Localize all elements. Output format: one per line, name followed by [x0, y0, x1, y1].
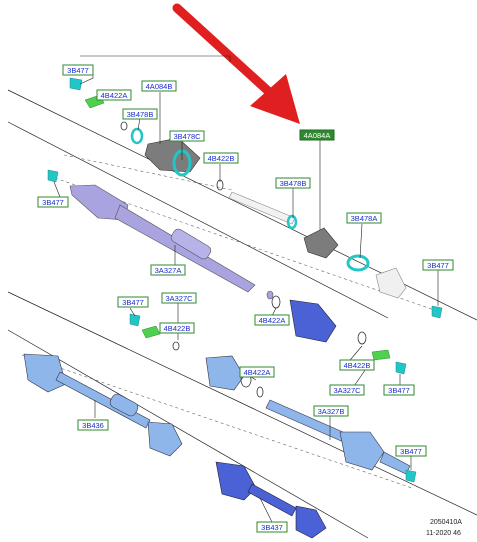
svg-text:3B437: 3B437	[261, 523, 283, 532]
lower-shaft-left	[23, 353, 183, 457]
svg-text:3A327B: 3A327B	[318, 407, 345, 416]
svg-text:3B478C: 3B478C	[173, 132, 201, 141]
upper-intermediate-shaft	[228, 191, 407, 299]
callout-3B478C: 3B478C	[169, 130, 205, 142]
svg-text:4B422B: 4B422B	[208, 154, 235, 163]
svg-text:3B478B: 3B478B	[280, 179, 307, 188]
callout-3B477-middle-left: 3B477	[117, 296, 149, 308]
callout-3B478B-upper: 3B478B	[122, 108, 158, 120]
callout-3B478B-middle: 3B478B	[275, 177, 311, 189]
red-arrow-pointer	[172, 3, 300, 124]
callout-4B422A-middle: 4B422A	[254, 314, 290, 326]
callout-4A084A-highlighted: 4A084A	[299, 129, 335, 141]
svg-text:4B422A: 4B422A	[101, 91, 128, 100]
svg-text:3A327C: 3A327C	[165, 294, 193, 303]
callout-3B477-middle-right: 3B477	[383, 384, 415, 396]
svg-text:3B478A: 3B478A	[351, 214, 378, 223]
upper-boot-assembly	[120, 121, 224, 191]
figure-date: 11-2020 46	[426, 530, 461, 537]
svg-text:3B478B: 3B478B	[127, 110, 154, 119]
svg-text:3B477: 3B477	[67, 66, 89, 75]
svg-text:4B422B: 4B422B	[344, 361, 371, 370]
callout-3B478A: 3B478A	[346, 212, 382, 224]
callout-3B437: 3B437	[256, 521, 288, 533]
lower-shaft-bottom	[215, 461, 327, 539]
callout-4B422B-lower: 4B422B	[339, 359, 375, 371]
callout-4B422A-lower: 4B422A	[239, 366, 275, 378]
svg-text:3B477: 3B477	[400, 447, 422, 456]
svg-text:4B422A: 4B422A	[244, 368, 271, 377]
lower-rear-shaft-right	[265, 399, 417, 483]
callout-3A327A: 3A327A	[150, 264, 186, 276]
svg-text:4A084B: 4A084B	[146, 82, 173, 91]
callout-4B422A-upper: 4B422A	[96, 89, 132, 101]
svg-text:3B477: 3B477	[122, 298, 144, 307]
callout-3B477-upper-left: 3B477	[62, 64, 94, 76]
svg-text:3B477: 3B477	[42, 198, 64, 207]
upper-front-shaft	[69, 184, 274, 300]
callout-3B477-lower-right: 3B477	[395, 445, 427, 457]
callout-3A327B: 3A327B	[313, 405, 349, 417]
figure-footer: 2050410A 11-2020 46	[426, 519, 462, 537]
svg-text:3A327A: 3A327A	[155, 266, 182, 275]
callout-3B436: 3B436	[77, 419, 109, 431]
callout-labels: 3B477 4B422A 4A084B 3B478B 3B478C 4B422B…	[37, 64, 454, 533]
callout-4B422B-middle: 4B422B	[159, 322, 195, 334]
callout-3B477-left: 3B477	[37, 196, 69, 208]
svg-text:3B477: 3B477	[388, 386, 410, 395]
callout-3B477-right-upper: 3B477	[422, 259, 454, 271]
svg-text:4B422B: 4B422B	[164, 324, 191, 333]
svg-text:4B422A: 4B422A	[259, 316, 286, 325]
callout-4A084B: 4A084B	[141, 80, 177, 92]
lower-middle-assembly	[129, 295, 407, 398]
figure-number: 2050410A	[430, 519, 462, 526]
callout-3A327C-upper: 3A327C	[161, 292, 197, 304]
callout-3A327C-lower: 3A327C	[329, 384, 365, 396]
svg-text:3B477: 3B477	[427, 261, 449, 270]
callout-4B422B-upper: 4B422B	[203, 152, 239, 164]
svg-text:3B436: 3B436	[82, 421, 104, 430]
svg-text:3A327C: 3A327C	[333, 386, 361, 395]
svg-text:4A084A: 4A084A	[304, 131, 331, 140]
